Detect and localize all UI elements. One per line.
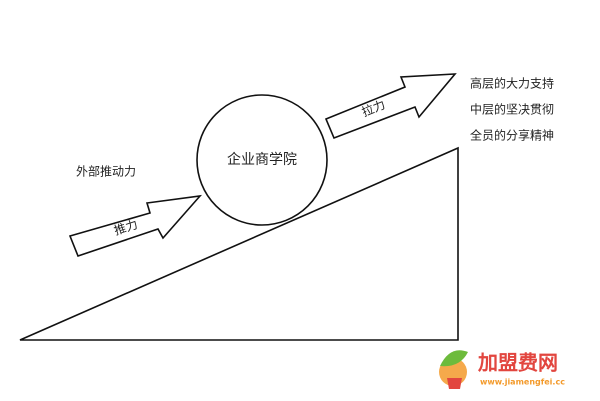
right-line-2: 中层的坚决贯彻 [470,102,554,117]
right-line-1: 高层的大力支持 [470,76,554,91]
right-line-3: 全员的分享精神 [470,128,554,143]
watermark-logo-icon [439,350,468,389]
circle-label: 企业商学院 [227,151,297,168]
external-force-label: 外部推动力 [76,164,136,179]
incline-slope [19,146,459,341]
watermark-url: www.jiamengfei.cc [480,378,565,387]
watermark-brand: 加盟费网 [477,351,558,375]
watermark-logo: 加盟费网 www.jiamengfei.cc [439,350,565,389]
push-arrow [68,194,203,258]
enterprise-academy-ball [196,94,328,226]
pull-arrow [324,73,457,140]
